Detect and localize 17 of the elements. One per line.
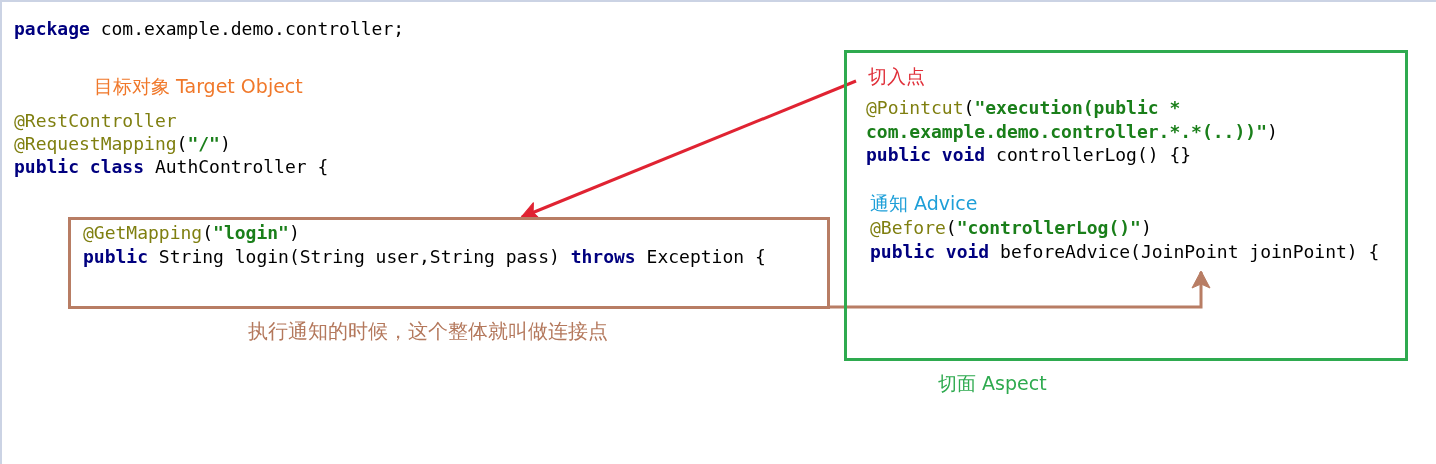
code-text: @Before("controllerLog()"): [870, 216, 1153, 240]
code-text: public String login(String user,String pass) throws Exception {: [83, 244, 767, 268]
code-text: package com.example.demo.controller;: [14, 17, 405, 41]
code-text: @Pointcut("execution(public * com.example.demo.controller.*.*(..))"): [866, 96, 1279, 143]
code-text: @GetMapping("login"): [83, 221, 301, 245]
code-text: @RestController: [14, 109, 177, 133]
arrow: [830, 270, 1211, 309]
box-caption: 执行通知的时候，这个整体就叫做连接点: [248, 318, 608, 344]
box-caption: 切面 Aspect: [938, 371, 1047, 396]
annotation-label: 切入点: [868, 64, 926, 89]
annotation-label: 目标对象 Target Object: [94, 74, 303, 99]
code-text: public void controllerLog() {}: [866, 143, 1193, 167]
annotation-label: 通知 Advice: [870, 191, 979, 216]
code-text: public class AuthController {: [14, 155, 329, 179]
code-text: public void beforeAdvice(JoinPoint joinPoint) {: [870, 239, 1380, 263]
code-text: @RequestMapping("/"): [14, 132, 231, 156]
arrow: [520, 79, 857, 220]
